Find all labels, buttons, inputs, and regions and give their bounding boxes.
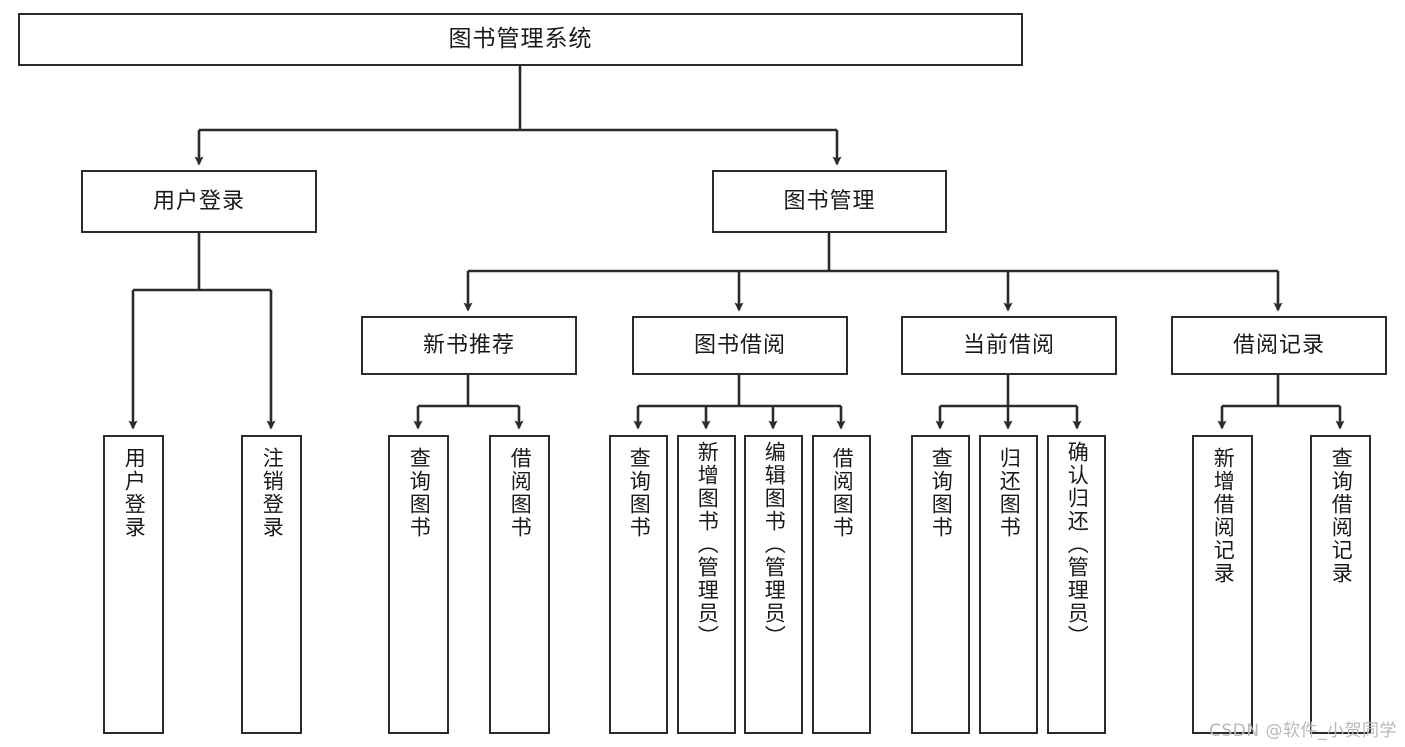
node-label: 归还图书 — [997, 447, 1022, 539]
node-leaf-add-book-admin[interactable]: 新增图书（管理员） — [677, 435, 736, 734]
node-label: 新增借阅记录 — [1211, 447, 1236, 585]
node-leaf-confirm-return-admin[interactable]: 确认归还（管理员） — [1047, 435, 1106, 734]
node-book-management[interactable]: 图书管理 — [712, 170, 947, 233]
node-label: 查询借阅记录 — [1329, 447, 1354, 585]
node-label: 查询图书 — [627, 447, 652, 539]
node-new-book-recommend[interactable]: 新书推荐 — [361, 316, 577, 375]
node-label: 新书推荐 — [422, 332, 515, 358]
node-borrow-record[interactable]: 借阅记录 — [1171, 316, 1387, 375]
node-label: 图书借阅 — [693, 332, 786, 358]
node-label: 查询图书 — [407, 447, 432, 539]
node-label: 借阅记录 — [1232, 332, 1325, 358]
node-label: 借阅图书 — [508, 447, 533, 539]
node-label: 借阅图书 — [830, 447, 855, 539]
node-label: 查询图书 — [929, 447, 954, 539]
node-leaf-add-borrow-record[interactable]: 新增借阅记录 — [1192, 435, 1253, 734]
node-root-book-management-system[interactable]: 图书管理系统 — [18, 13, 1023, 66]
node-label: 图书管理系统 — [448, 25, 593, 52]
node-label: 当前借阅 — [962, 332, 1055, 358]
node-leaf-logout[interactable]: 注销登录 — [241, 435, 302, 734]
node-label: 用户登录 — [122, 447, 147, 539]
node-user-login[interactable]: 用户登录 — [81, 170, 317, 233]
node-leaf-return-book[interactable]: 归还图书 — [979, 435, 1038, 734]
node-label: 编辑图书（管理员） — [762, 441, 787, 648]
node-leaf-user-login[interactable]: 用户登录 — [103, 435, 164, 734]
node-leaf-query-book-current[interactable]: 查询图书 — [911, 435, 970, 734]
watermark-text: CSDN @软件_小贺同学 — [1209, 721, 1397, 741]
node-leaf-borrow-book-recommend[interactable]: 借阅图书 — [489, 435, 550, 734]
node-leaf-edit-book-admin[interactable]: 编辑图书（管理员） — [744, 435, 803, 734]
node-leaf-query-borrow-record[interactable]: 查询借阅记录 — [1310, 435, 1371, 734]
node-leaf-borrow-book[interactable]: 借阅图书 — [812, 435, 871, 734]
node-label: 注销登录 — [260, 447, 285, 539]
node-label: 新增图书（管理员） — [695, 441, 720, 648]
node-leaf-query-book-borrow[interactable]: 查询图书 — [609, 435, 668, 734]
node-label: 确认归还（管理员） — [1065, 441, 1090, 648]
node-label: 用户登录 — [152, 188, 245, 214]
node-current-borrow[interactable]: 当前借阅 — [901, 316, 1117, 375]
node-leaf-query-book-recommend[interactable]: 查询图书 — [388, 435, 449, 734]
node-label: 图书管理 — [783, 188, 876, 214]
node-book-borrow[interactable]: 图书借阅 — [632, 316, 848, 375]
